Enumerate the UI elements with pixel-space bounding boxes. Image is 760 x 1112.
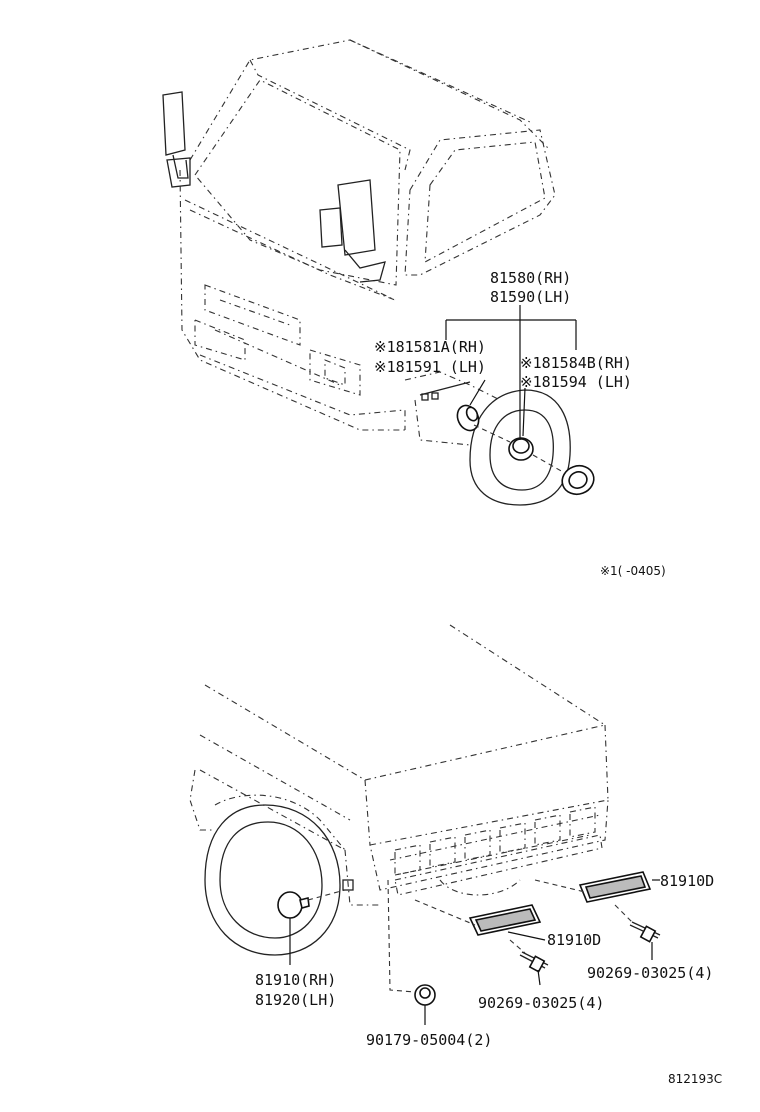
callout-right-lh: ※181594 (LH) [520,373,632,391]
assembly-guide-line [387,879,416,993]
side-turn-lamp-socket [456,404,480,432]
callout-screw-left: 90269-03025(4) [478,994,604,1012]
callout-side-marker-rh: 81910(RH) [255,971,336,989]
rear-reflector-upper [578,871,652,903]
assembly-guide-line [614,904,633,923]
callout-reflector-upper: 81910D [660,872,714,890]
screw-right [629,921,661,943]
side-turn-lamp-gasket [561,464,595,496]
cargo-body-rear-drawing [189,624,609,956]
diagram-code: 812193C [668,1072,722,1086]
assembly-guide-line [534,879,586,893]
assembly-guide-line [509,939,526,954]
callout-assembly-lh: 81590(LH) [490,288,571,306]
callout-side-marker-lh: 81920(LH) [255,991,336,1009]
callout-assembly-rh: 81580(RH) [490,269,571,287]
assembly-guide-line [414,899,476,926]
side-marker-lamp [277,891,310,919]
cab-front-drawing [162,39,571,506]
assembly-guide-line [307,889,346,901]
footnote-text: ※1( -0405) [600,564,666,578]
assembly-guide-line [473,424,511,443]
callout-screw-right: 90269-03025(4) [587,964,713,982]
assembly-guide-line [532,454,564,473]
rear-reflector-lower [468,904,542,936]
screw-left [519,951,549,973]
callout-clip: 90179-05004(2) [366,1031,492,1049]
callout-reflector-lower: 81910D [547,931,601,949]
leader-lines-upper [445,305,577,440]
leader-lines-lower [289,879,660,1025]
clip [414,984,436,1006]
side-turn-lamp-body [508,437,534,461]
callout-right-rh: ※181584B(RH) [520,354,632,372]
callout-left-rh: ※181581A(RH) [374,338,486,356]
callout-left-lh: ※181591 (LH) [374,358,486,376]
